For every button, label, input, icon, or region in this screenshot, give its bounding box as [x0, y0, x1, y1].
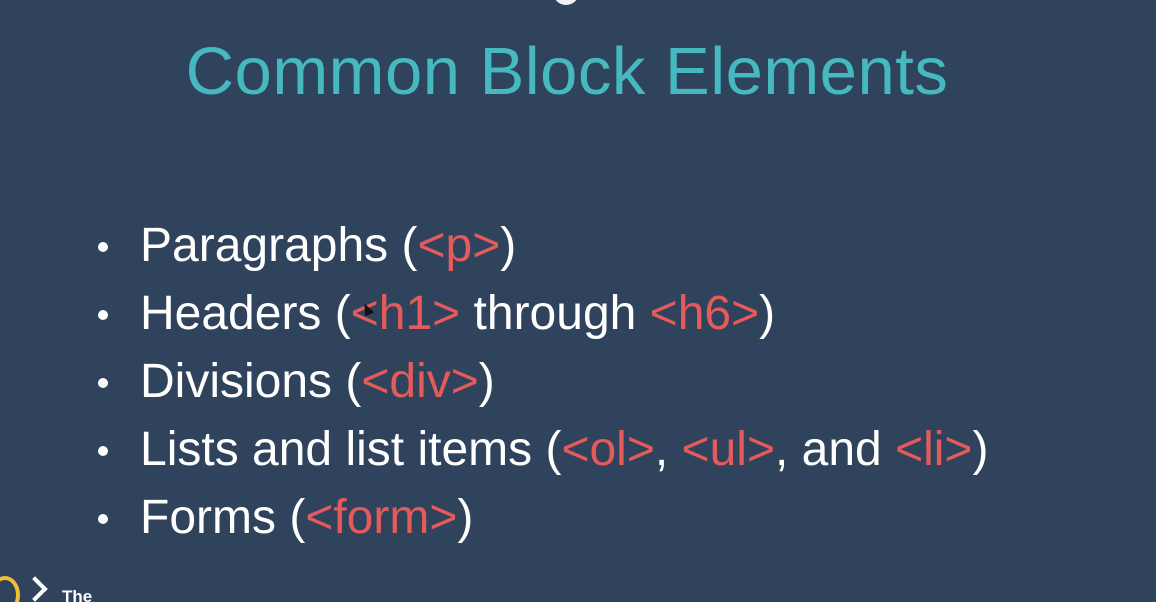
- bullet-text: Forms (<form>): [140, 484, 473, 552]
- bullet-text-segment: ,: [654, 423, 682, 476]
- logo-icon: [0, 576, 20, 602]
- bullet-text-segment: Paragraphs (: [140, 219, 418, 272]
- bullet-text: Paragraphs (<p>): [140, 212, 516, 280]
- logo: The: [0, 572, 120, 602]
- html-tag-ol: <ol>: [561, 423, 655, 476]
- bullet-text-segment: Forms (: [140, 491, 306, 544]
- bullet-text: Divisions (<div>): [140, 348, 495, 416]
- bullet-text-segment: Divisions (: [140, 355, 362, 408]
- bullet-dot-icon: [98, 514, 108, 524]
- html-tag-li: <li>: [895, 423, 973, 476]
- html-tag-form: <form>: [305, 491, 458, 544]
- bullet-dot-icon: [98, 378, 108, 388]
- bullet-dot-icon: [98, 446, 108, 456]
- bullet-text-segment: Headers (: [140, 287, 351, 340]
- bullet-dot-icon: [98, 242, 108, 252]
- html-tag-div: <div>: [361, 355, 479, 408]
- bullet-text-segment: ): [500, 219, 517, 272]
- html-tag-h1: <h1>: [350, 287, 461, 340]
- bullet-text-segment: ): [457, 491, 474, 544]
- bullet-text-segment: through: [460, 287, 650, 340]
- html-tag-h6: <h6>: [649, 287, 760, 340]
- logo-text: The: [62, 587, 93, 602]
- bullet-text-segment: Lists and list items (: [140, 423, 562, 476]
- bullet-text-segment: ): [759, 287, 776, 340]
- slide-title: Common Block Elements: [185, 34, 949, 109]
- bullet-text: Headers (<h1> through <h6>): [140, 280, 775, 348]
- bullet-text-segment: ): [972, 423, 989, 476]
- bullet-text-segment: , and: [774, 423, 896, 476]
- html-tag-ul: <ul>: [681, 423, 775, 476]
- bullet-text: Lists and list items (<ol>, <ul>, and <l…: [140, 416, 988, 484]
- bullet-text-segment: ): [478, 355, 495, 408]
- pull-tab-icon[interactable]: [553, 0, 579, 5]
- html-tag-p: <p>: [417, 219, 501, 272]
- bullet-dot-icon: [98, 310, 108, 320]
- chevron-right-icon: [22, 576, 48, 602]
